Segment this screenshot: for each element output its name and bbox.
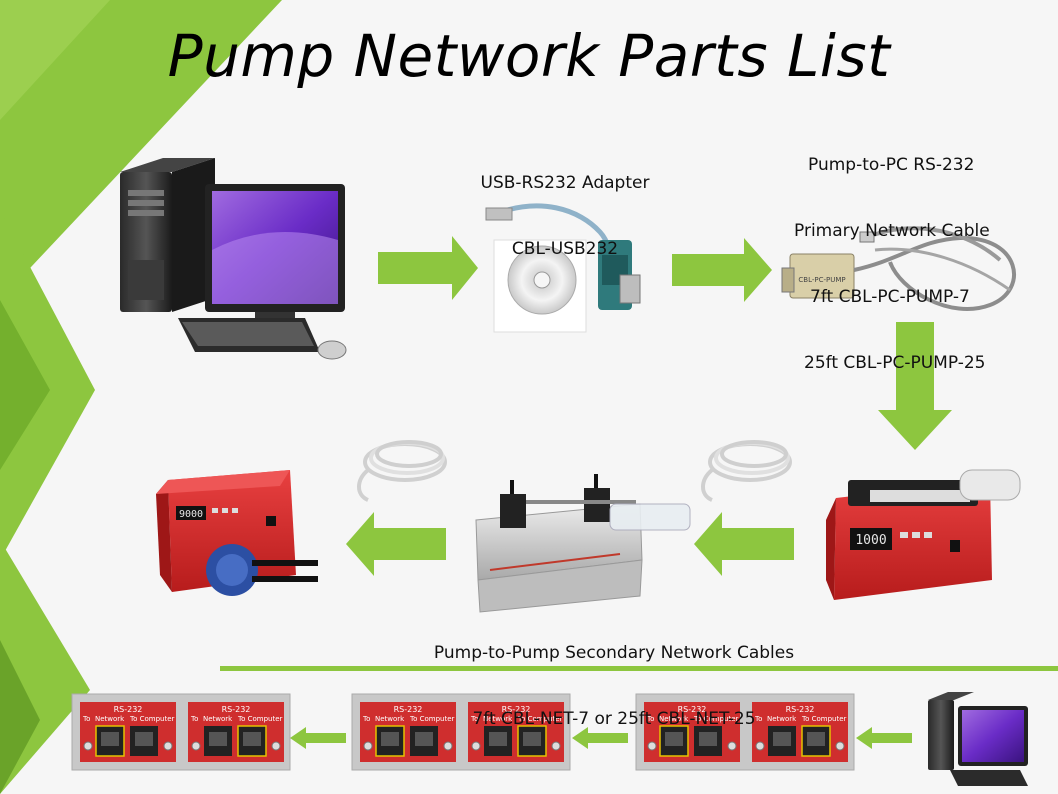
page-title: Pump Network Parts List (167, 22, 891, 90)
panel-network-label: Network (203, 715, 233, 723)
secondary-cables-part-numbers: 7ft CBL-NET-7 or 25ft CBL-NET-25 (472, 709, 756, 729)
panel-header: RS-232 (394, 705, 423, 714)
panel-computer-label: To Computer (517, 715, 563, 723)
primary-cable-subtitle: Primary Network Cable (794, 221, 990, 241)
panel-header: RS-232 (222, 705, 251, 714)
panel-to-label: To (190, 715, 198, 723)
peristaltic-pump-image: 9000 (156, 470, 318, 596)
arrow-left-1 (694, 512, 794, 576)
small-desktop-computer-image (928, 692, 1028, 786)
arrow-right-1 (378, 236, 478, 300)
primary-network-cable-image: CBL-PC-PUMP (781, 226, 1016, 311)
usb-adapter-part-number: CBL-USB232 (511, 239, 619, 259)
small-arrow-left-1 (290, 727, 346, 749)
panel-header: RS-232 (786, 705, 815, 714)
panel-network-label: Network (375, 715, 405, 723)
panel-computer-label: To Computer (129, 715, 175, 723)
panel-header: RS-232 (502, 705, 531, 714)
arrow-down (878, 322, 952, 450)
peristaltic-display: 9000 (179, 509, 203, 520)
panel-computer-label: To Computer (693, 715, 739, 723)
syringe-pump-red-image: 1000 (826, 469, 1021, 600)
desktop-computer-image (120, 158, 347, 360)
arrow-left-2 (346, 512, 446, 576)
panel-to-label: To (646, 715, 654, 723)
panel-network-label: Network (659, 715, 689, 723)
panel-computer-label: To Computer (409, 715, 455, 723)
background-decoration (0, 0, 282, 794)
pump-display: 1000 (855, 533, 886, 548)
secondary-cables-label: Pump-to-Pump Secondary Network Cables 7f… (394, 598, 834, 752)
adapter-label-text: CBL-PC-PUMP (798, 276, 845, 284)
usb-rs232-adapter-image (485, 203, 641, 333)
panel-computer-label: To Computer (237, 715, 283, 723)
small-arrow-left-2 (572, 727, 628, 749)
secondary-cable-coil-right-image (701, 440, 792, 502)
arrow-right-2 (672, 238, 772, 302)
secondary-cables-title: Pump-to-Pump Secondary Network Cables (433, 643, 795, 663)
panel-computer-label: To Computer (801, 715, 847, 723)
panel-network-label: Network (95, 715, 125, 723)
panel-header: RS-232 (114, 705, 143, 714)
panel-to-label: To (754, 715, 762, 723)
primary-cable-label: Pump-to-PC RS-232 Primary Network Cable … (784, 110, 1018, 396)
usb-adapter-name: USB-RS232 Adapter (480, 173, 650, 193)
panel-to-label: To (470, 715, 478, 723)
panel-to-label: To (362, 715, 370, 723)
small-arrow-left-3 (856, 727, 912, 749)
primary-cable-7ft: 7ft CBL-PC-PUMP-7 (810, 287, 970, 307)
secondary-cable-coil-left-image (357, 440, 447, 502)
primary-cable-title: Pump-to-PC RS-232 (808, 155, 975, 175)
primary-cable-25ft: 25ft CBL-PC-PUMP-25 (804, 353, 986, 373)
panel-header: RS-232 (678, 705, 707, 714)
panel-to-label: To (82, 715, 90, 723)
syringe-pump-silver-image (475, 474, 691, 613)
panel-network-label: Network (767, 715, 797, 723)
usb-adapter-label: USB-RS232 Adapter CBL-USB232 (452, 128, 678, 282)
section-divider (220, 666, 1058, 671)
panel-network-label: Network (483, 715, 513, 723)
